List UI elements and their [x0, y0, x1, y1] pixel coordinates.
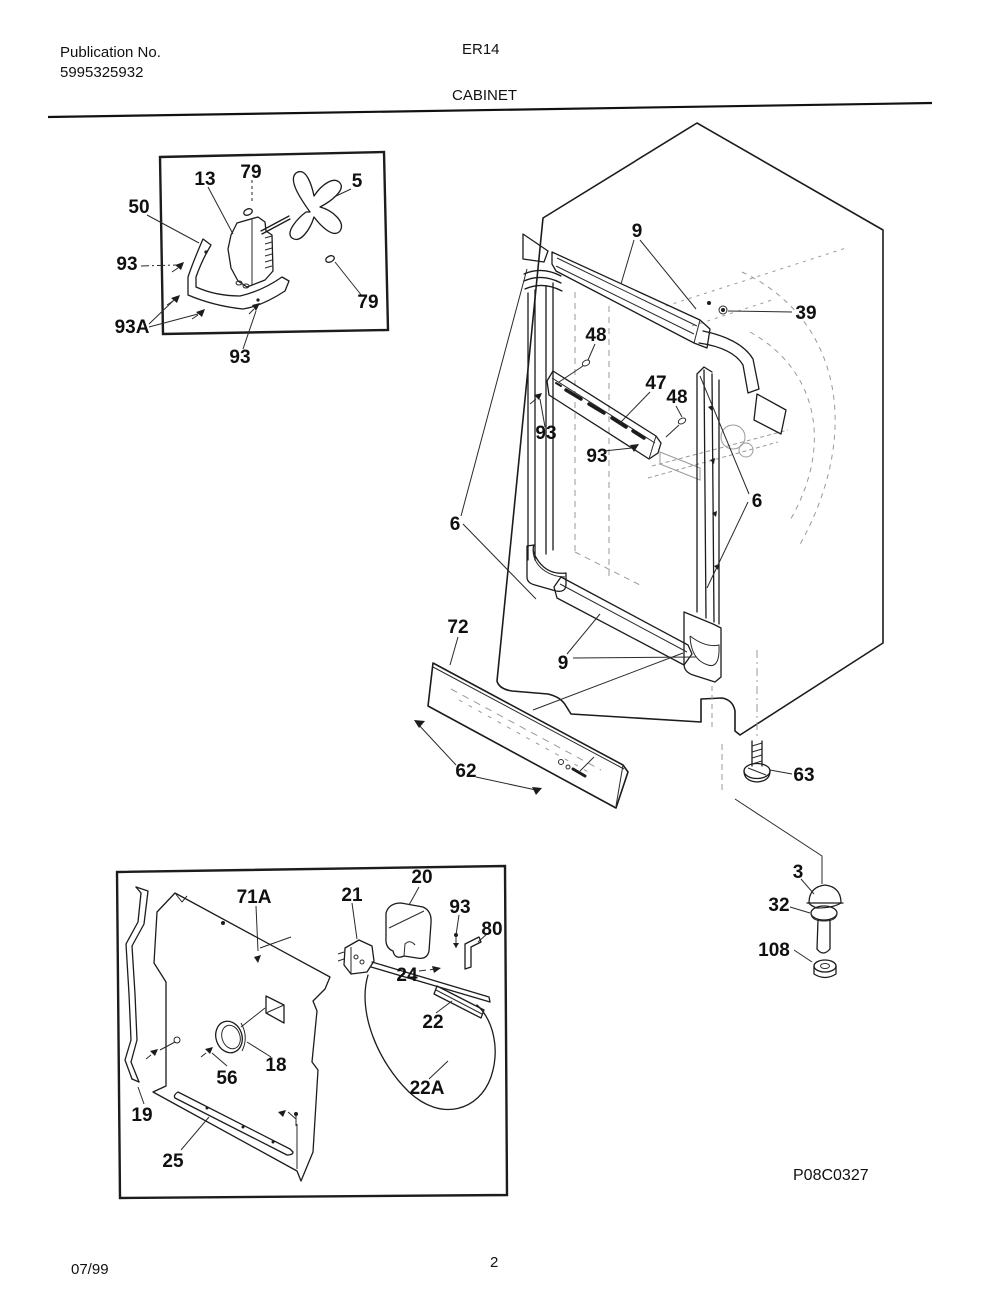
callout-93-rail-right: 93: [586, 446, 607, 467]
callout-62: 62: [455, 761, 476, 782]
callout-93-rail-left: 93: [535, 423, 556, 444]
side-strip-drawing: [124, 886, 149, 1083]
back-panel-drawing: [145, 892, 331, 1182]
callout-13: 13: [194, 169, 215, 190]
panel-inset-leaders: [137, 886, 488, 1151]
date-code: 07/99: [71, 1261, 109, 1278]
callout-24: 24: [396, 965, 418, 986]
callout-5: 5: [352, 171, 363, 192]
callout-22a: 22A: [410, 1078, 445, 1099]
publication-number: 5995325932: [60, 64, 144, 81]
publication-label: Publication No.: [60, 44, 161, 61]
callout-79-top: 79: [240, 162, 261, 183]
callout-21: 21: [341, 885, 363, 906]
bottom-strip-drawing: [173, 1091, 294, 1156]
cabinet-outline-drawing: [496, 122, 884, 736]
main-leader-lines: [414, 239, 815, 963]
thermostat-cover-drawing: [385, 902, 432, 959]
callout-39: 39: [795, 303, 816, 324]
rear-panel-inset: [115, 864, 509, 1200]
header-rule: [47, 101, 933, 119]
wire-loop-drawing: [364, 974, 496, 1110]
fan-screws: [166, 262, 260, 320]
motor-bracket-drawing: [187, 238, 290, 310]
callout-6-left: 6: [450, 514, 461, 535]
callout-108: 108: [758, 940, 790, 961]
model-number: ER14: [462, 41, 500, 58]
callout-50: 50: [128, 197, 149, 218]
callout-48-right: 48: [666, 387, 687, 408]
callout-79-right: 79: [357, 292, 378, 313]
callout-19: 19: [131, 1105, 152, 1126]
fan-motor-inset: [140, 150, 390, 350]
callout-22: 22: [422, 1012, 443, 1033]
callout-9-bottom: 9: [558, 653, 569, 674]
callout-93a: 93A: [115, 317, 150, 338]
section-title: CABINET: [452, 87, 518, 104]
callout-6-right: 6: [752, 491, 763, 512]
diagram-code: P08C0327: [793, 1167, 869, 1184]
callout-3: 3: [793, 862, 804, 883]
callout-labels: 13 79 5 50 93 93A 79 93 9 39 48 47 48 93…: [115, 162, 817, 1172]
fan-inset-leaders: [140, 180, 363, 350]
thermostat-drawing: [337, 939, 375, 975]
callout-48-left: 48: [585, 325, 606, 346]
callout-32: 32: [768, 895, 789, 916]
left-rail-drawing: [522, 233, 567, 592]
grommet-79-right: [325, 255, 335, 263]
callout-47: 47: [645, 373, 666, 394]
callout-71a: 71A: [237, 887, 272, 908]
top-rail-drawing: [551, 251, 787, 435]
callout-18: 18: [265, 1055, 286, 1076]
callout-25: 25: [162, 1151, 184, 1172]
callout-80: 80: [481, 919, 502, 940]
grommet-18-drawing: [215, 995, 285, 1054]
bracket-80-drawing: [453, 933, 482, 970]
bottom-rail-drawing: [553, 576, 693, 666]
fan-inset-border: [158, 150, 390, 336]
callout-20: 20: [411, 867, 432, 888]
screw-39: [707, 301, 711, 305]
heater-strip-drawing: [370, 961, 491, 1019]
leg-screw-63-drawing: [721, 650, 823, 884]
callout-63: 63: [793, 765, 814, 786]
right-rail-drawing: [683, 366, 722, 728]
leg-cap-3-drawing: [806, 884, 844, 909]
panel-inset-border: [115, 864, 509, 1200]
fan-motor-drawing: [227, 215, 291, 289]
callout-93-panel: 93: [449, 897, 470, 918]
grommet-79-top: [243, 208, 253, 216]
callout-56: 56: [216, 1068, 237, 1089]
kick-plate-drawing: [427, 662, 629, 809]
callout-72: 72: [447, 617, 468, 638]
page-number: 2: [490, 1254, 499, 1271]
callout-93-left: 93: [116, 254, 137, 275]
middle-rail-drawing: [546, 370, 662, 460]
fan-blade-drawing: [289, 170, 343, 241]
callout-93-bottom: 93: [229, 347, 250, 368]
callout-9-top: 9: [632, 221, 643, 242]
leg-bolt-32-drawing: [810, 905, 838, 954]
leg-nut-108-drawing: [813, 959, 837, 979]
